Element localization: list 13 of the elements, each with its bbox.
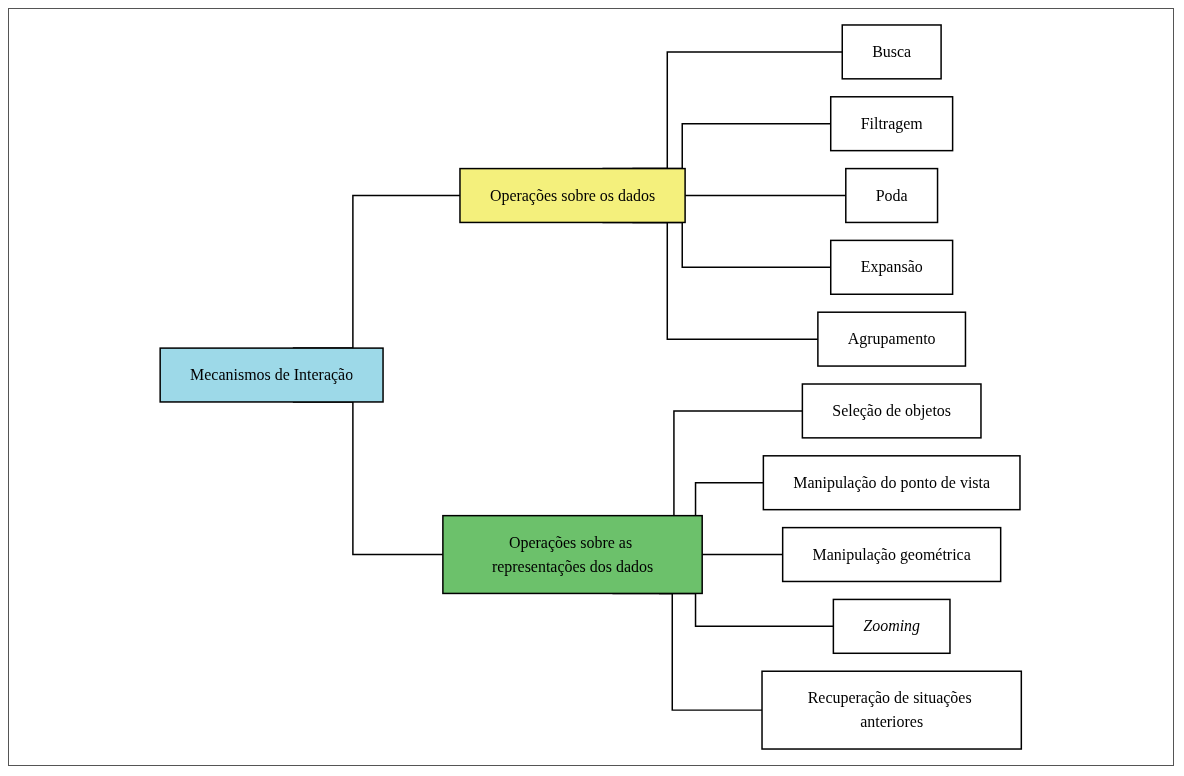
node-box: Filtragem bbox=[830, 96, 954, 152]
node-box: Operações sobre as representações dos dados bbox=[442, 514, 704, 595]
node-box: Mecanismos de Interação bbox=[159, 347, 385, 403]
node-box: Manipulação geométrica bbox=[782, 526, 1002, 583]
node-box: Operações sobre os dados bbox=[459, 167, 687, 224]
node-box: Expansão bbox=[830, 239, 954, 295]
node-box: Busca bbox=[841, 24, 943, 80]
node-box: Agrupamento bbox=[817, 311, 967, 367]
node-box: Recuperação de situações anteriores bbox=[761, 670, 1023, 750]
node-box: Poda bbox=[845, 167, 939, 224]
node-box: Manipulação do ponto de vista bbox=[762, 455, 1021, 511]
node-box: Zooming bbox=[832, 598, 951, 655]
node-box: Seleção de objetos bbox=[801, 383, 982, 439]
